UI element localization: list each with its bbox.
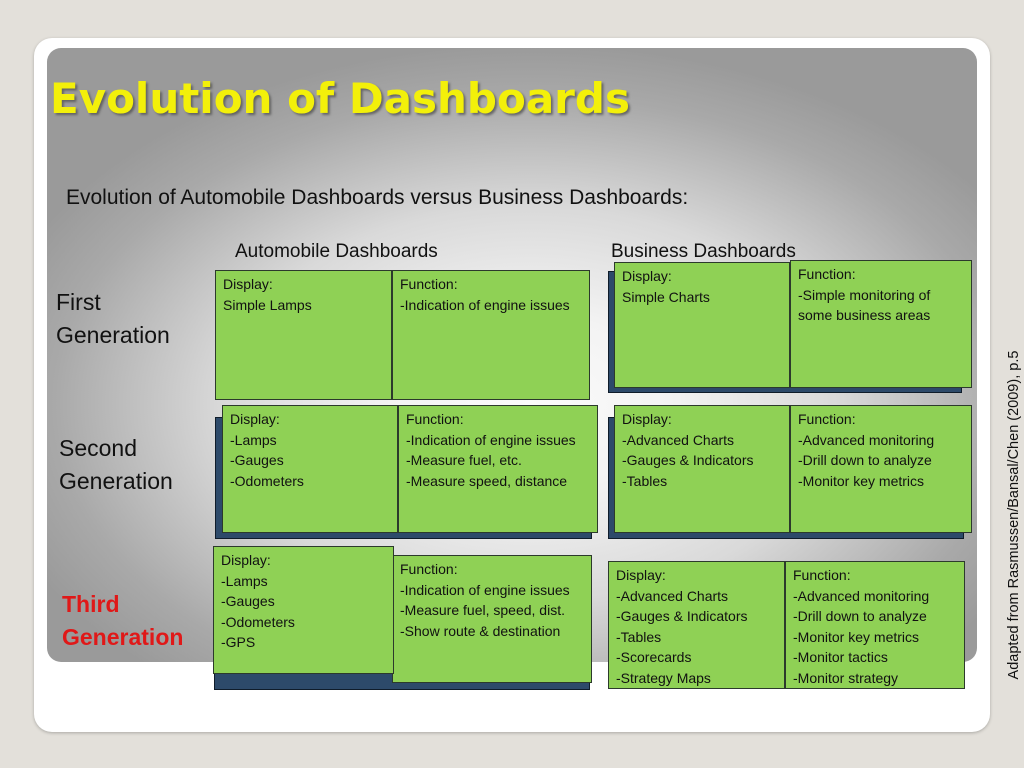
second-business-display-box: Display: -Advanced Charts -Gauges & Indi… [614,405,790,533]
third-business-display-box: Display: -Advanced Charts -Gauges & Indi… [608,561,785,689]
first-business-display-box: Display: Simple Charts [614,262,790,388]
first-automobile-display-box: Display: Simple Lamps [215,270,392,400]
slide-subtitle: Evolution of Automobile Dashboards versu… [66,186,689,209]
second-business-function-box: Function: -Advanced monitoring -Drill do… [790,405,972,533]
third-automobile-display-box: Display: -Lamps -Gauges -Odometers -GPS [213,546,394,674]
second-generation-label: Second Generation [59,435,173,494]
business-column-header: Business Dashboards [611,241,796,262]
third-business-function-box: Function: -Advanced monitoring -Drill do… [785,561,965,689]
automobile-column-header: Automobile Dashboards [235,241,438,262]
first-automobile-function-box: Function: -Indication of engine issues [392,270,590,400]
citation-note: Adapted from Rasmussen/Bansal/Chen (2009… [1006,350,1022,680]
second-automobile-display-box: Display: -Lamps -Gauges -Odometers [222,405,398,533]
second-automobile-function-box: Function: -Indication of engine issues -… [398,405,598,533]
first-business-function-box: Function: -Simple monitoring of some bus… [790,260,972,388]
third-generation-label: Third Generation [62,591,184,650]
first-generation-label: First Generation [56,289,170,348]
slide-title: Evolution of Dashboards [50,74,630,123]
third-automobile-function-box: Function: -Indication of engine issues -… [392,555,592,683]
